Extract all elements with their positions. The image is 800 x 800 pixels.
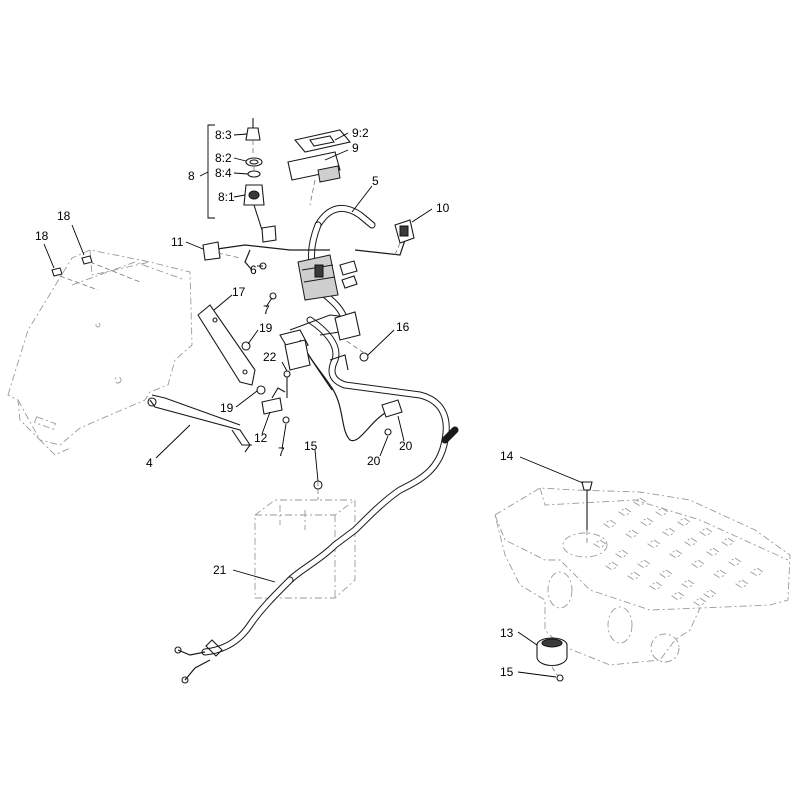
buzzer-13 bbox=[536, 637, 568, 667]
relay-block bbox=[284, 311, 361, 371]
callout-19-lower: 19 bbox=[220, 401, 234, 415]
clamp-12 bbox=[261, 387, 286, 415]
harness-connector-block bbox=[297, 254, 358, 301]
callout-21: 21 bbox=[213, 563, 227, 577]
callout-11: 11 bbox=[171, 235, 184, 249]
install-lines bbox=[59, 140, 588, 677]
switch-10 bbox=[394, 219, 415, 244]
frame-panel-ghost bbox=[7, 249, 193, 456]
callout-20-left: 20 bbox=[367, 454, 381, 468]
ignition-switch-assembly bbox=[243, 118, 277, 243]
callout-9-2: 9:2 bbox=[352, 126, 369, 140]
callout-15-right: 15 bbox=[500, 665, 514, 679]
callout-10: 10 bbox=[436, 201, 450, 215]
callout-labels: 8:3 8:2 8:4 8:1 8 9:2 9 5 10 18 18 11 6 … bbox=[35, 126, 514, 679]
callout-7-upper: 7 bbox=[263, 303, 270, 317]
callout-4: 4 bbox=[146, 456, 153, 470]
callout-22: 22 bbox=[263, 350, 277, 364]
callout-20-right: 20 bbox=[399, 439, 413, 453]
battery-ghost bbox=[254, 499, 356, 599]
callout-17: 17 bbox=[232, 285, 246, 299]
platform-ghost bbox=[494, 487, 791, 666]
callout-15-center: 15 bbox=[304, 439, 318, 453]
hour-meter-assembly bbox=[287, 129, 352, 183]
callout-19-upper: 19 bbox=[259, 321, 273, 335]
leader-lines bbox=[43, 132, 584, 678]
callout-8-3: 8:3 bbox=[215, 128, 232, 142]
callout-8-4: 8:4 bbox=[215, 166, 232, 180]
callout-12: 12 bbox=[254, 431, 268, 445]
callout-18-lower: 18 bbox=[35, 229, 49, 243]
bracket-17 bbox=[197, 304, 256, 386]
hardware bbox=[51, 255, 593, 682]
callout-5: 5 bbox=[372, 174, 379, 188]
callout-9: 9 bbox=[352, 141, 359, 155]
callout-7-lower: 7 bbox=[278, 445, 285, 459]
callout-8: 8 bbox=[188, 169, 195, 183]
callout-18-upper: 18 bbox=[57, 209, 71, 223]
connector-11 bbox=[202, 241, 221, 261]
callout-13: 13 bbox=[500, 626, 514, 640]
hold-down-rod bbox=[147, 394, 252, 453]
connector-20 bbox=[381, 399, 403, 418]
callout-16: 16 bbox=[396, 320, 410, 334]
callout-6: 6 bbox=[250, 263, 257, 277]
callout-8-2: 8:2 bbox=[215, 151, 232, 165]
callout-14: 14 bbox=[500, 449, 514, 463]
callout-8-1: 8:1 bbox=[218, 190, 235, 204]
